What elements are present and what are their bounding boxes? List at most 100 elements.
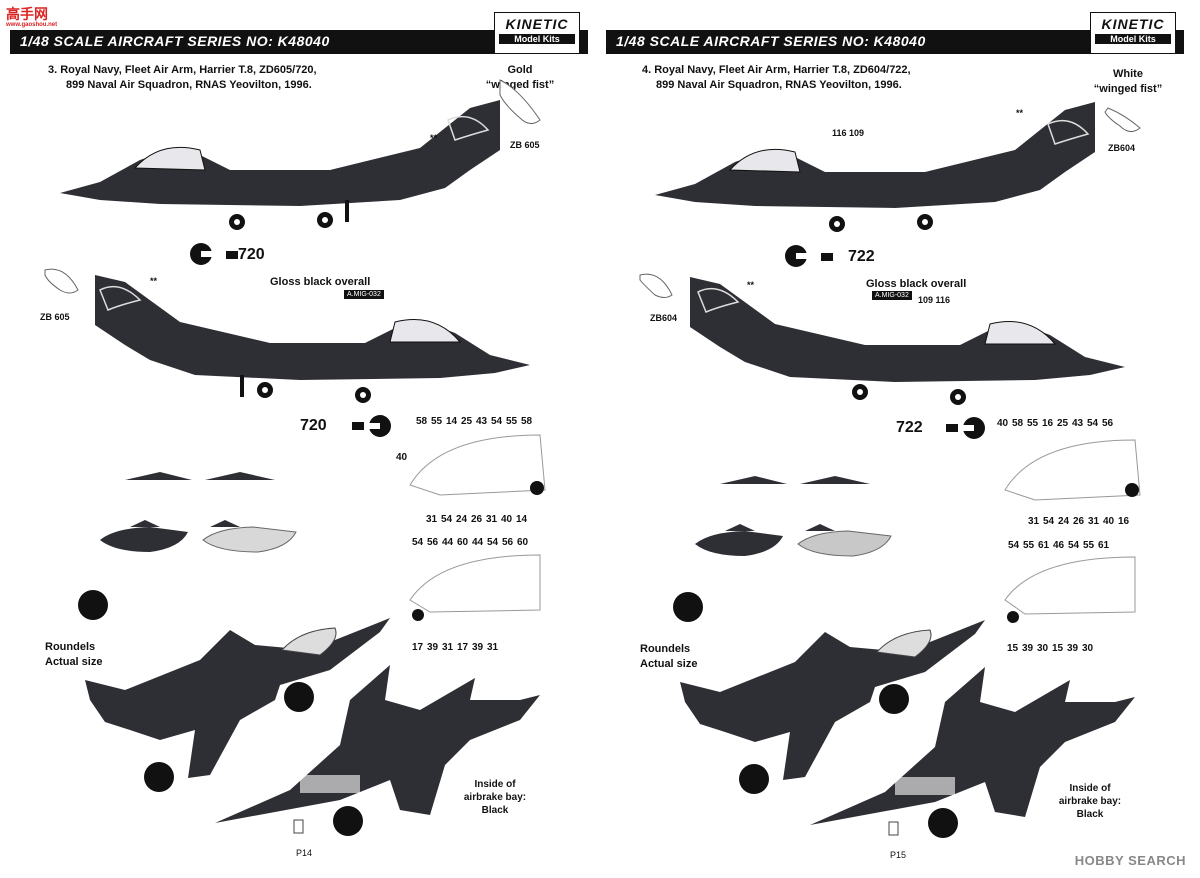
brand-subtitle: Model Kits bbox=[1095, 34, 1171, 44]
paint-code-tag: A.MIG-032 bbox=[872, 291, 912, 300]
decal-number: 15 bbox=[1006, 643, 1019, 654]
paint-code-tag: A.MIG-032 bbox=[344, 290, 384, 299]
decal-number: 14 bbox=[515, 514, 528, 525]
decal-number: 17 bbox=[456, 642, 469, 653]
decal-number: 40 bbox=[500, 514, 513, 525]
decal-number: 31 bbox=[425, 514, 438, 525]
instruction-page-left: 1/48 SCALE AIRCRAFT SERIES NO: K48040 KI… bbox=[10, 12, 588, 858]
decal-number: 56 bbox=[426, 537, 439, 548]
serial-label: ZB 605 bbox=[510, 140, 540, 150]
aircraft-drawings bbox=[44, 79, 546, 836]
code-top-profile: 722 bbox=[848, 248, 875, 265]
decal-number: 39 bbox=[471, 642, 484, 653]
decal-number: 54 bbox=[490, 416, 503, 427]
decal-number: 24 bbox=[455, 514, 468, 525]
decal-number: 54 bbox=[1042, 516, 1055, 527]
decal-number: 44 bbox=[441, 537, 454, 548]
serial-label-bottom: ZB604 bbox=[650, 313, 678, 323]
instruction-page-right: 1/48 SCALE AIRCRAFT SERIES NO: K48040 KI… bbox=[600, 0, 1200, 878]
decal-number: 31 bbox=[485, 514, 498, 525]
decal-number: 40 bbox=[395, 452, 408, 463]
winged-fist-label: White “winged fist” bbox=[1078, 67, 1178, 97]
hobby-search-watermark: HOBBY SEARCH bbox=[1074, 853, 1186, 868]
decal-number: 31 bbox=[486, 642, 499, 653]
decal-number: 54 bbox=[440, 514, 453, 525]
serial-label: ZB604 bbox=[1108, 143, 1136, 153]
fist-color: Gold bbox=[507, 64, 533, 76]
decal-number: 39 bbox=[1066, 643, 1079, 654]
gloss-black-label: Gloss black overall bbox=[866, 278, 967, 290]
decal-number: 26 bbox=[1072, 516, 1085, 527]
serial-label-bottom: ZB 605 bbox=[40, 312, 70, 322]
decal-number: 25 bbox=[1056, 418, 1069, 429]
decal-number: 61 bbox=[1037, 540, 1050, 551]
decal-number: 24 bbox=[1057, 516, 1070, 527]
decal-number: 17 bbox=[411, 642, 424, 653]
roundels-label: Roundels Actual size bbox=[640, 642, 697, 672]
decal-number: 39 bbox=[1021, 643, 1034, 654]
fist-name: “winged fist” bbox=[1093, 83, 1163, 95]
decal-number: 55 bbox=[430, 416, 443, 427]
header-title: 1/48 SCALE AIRCRAFT SERIES NO: K48040 bbox=[616, 33, 926, 49]
roundels-line-1: Roundels bbox=[640, 643, 691, 655]
scheme-title: 4. Royal Navy, Fleet Air Arm, Harrier T.… bbox=[642, 63, 911, 93]
stars-label: ** bbox=[1016, 108, 1024, 118]
site-logo: 高手网 www.gaoshou.net bbox=[6, 4, 57, 28]
side-profile-bottom bbox=[95, 275, 530, 403]
decal-number: 26 bbox=[470, 514, 483, 525]
decal-number: 16 bbox=[1041, 418, 1054, 429]
decal-number: 58 bbox=[415, 416, 428, 427]
decal-number: 54 bbox=[1086, 418, 1099, 429]
plan-view-top bbox=[85, 618, 390, 778]
roundels-line-2: Actual size bbox=[45, 656, 103, 668]
decal-number: 54 bbox=[411, 537, 424, 548]
header-title: 1/48 SCALE AIRCRAFT SERIES NO: K48040 bbox=[20, 33, 330, 49]
decal-number: 60 bbox=[516, 537, 529, 548]
brand-name: KINETIC bbox=[1101, 16, 1165, 32]
site-logo-text: 高手网 bbox=[6, 6, 48, 22]
decal-number: 15 bbox=[1051, 643, 1064, 654]
decal-number: 40 bbox=[996, 418, 1009, 429]
brand-name: KINETIC bbox=[505, 16, 569, 32]
decal-number: 55 bbox=[1082, 540, 1095, 551]
decal-number: 54 bbox=[486, 537, 499, 548]
decal-number: 40 bbox=[1102, 516, 1115, 527]
stars-label-bottom: ** bbox=[150, 276, 158, 286]
plan-view-bottom bbox=[810, 667, 1135, 825]
airbrake-line-3: Black bbox=[1076, 809, 1104, 820]
top-callout-numbers: 116 109 bbox=[832, 128, 865, 138]
aircraft-drawings bbox=[639, 102, 1141, 838]
decal-number: 61 bbox=[1097, 540, 1110, 551]
side-profile-bottom bbox=[690, 277, 1125, 405]
airbrake-line-3: Black bbox=[481, 805, 509, 816]
brand-subtitle: Model Kits bbox=[499, 34, 575, 44]
decal-number: 55 bbox=[1026, 418, 1039, 429]
airbrake-line-1: Inside of bbox=[1069, 783, 1111, 794]
side-callout-numbers: 109 116 bbox=[918, 295, 951, 305]
page-header: 1/48 SCALE AIRCRAFT SERIES NO: K48040 KI… bbox=[606, 12, 1184, 54]
decal-number: 31 bbox=[441, 642, 454, 653]
scheme-line-1: 3. Royal Navy, Fleet Air Arm, Harrier T.… bbox=[48, 64, 317, 76]
roundels-line-2: Actual size bbox=[640, 658, 698, 670]
decal-number: 30 bbox=[1081, 643, 1094, 654]
plan-view-top bbox=[680, 620, 985, 780]
decal-number: 54 bbox=[1067, 540, 1080, 551]
decal-number: 31 bbox=[1027, 516, 1040, 527]
decal-number: 25 bbox=[460, 416, 473, 427]
code-bottom-profile: 722 bbox=[896, 419, 923, 436]
decal-number: 60 bbox=[456, 537, 469, 548]
page-number: P15 bbox=[890, 850, 907, 860]
decal-number: 39 bbox=[426, 642, 439, 653]
airbrake-line-1: Inside of bbox=[474, 779, 516, 790]
scheme-line-1: 4. Royal Navy, Fleet Air Arm, Harrier T.… bbox=[642, 64, 911, 76]
scheme-line-2: 899 Naval Air Squadron, RNAS Yeovilton, … bbox=[66, 79, 312, 91]
code-bottom-profile: 720 bbox=[300, 417, 327, 434]
decal-number: 44 bbox=[471, 537, 484, 548]
plan-view-bottom bbox=[215, 665, 540, 823]
kinetic-logo: KINETIC Model Kits bbox=[494, 12, 580, 54]
